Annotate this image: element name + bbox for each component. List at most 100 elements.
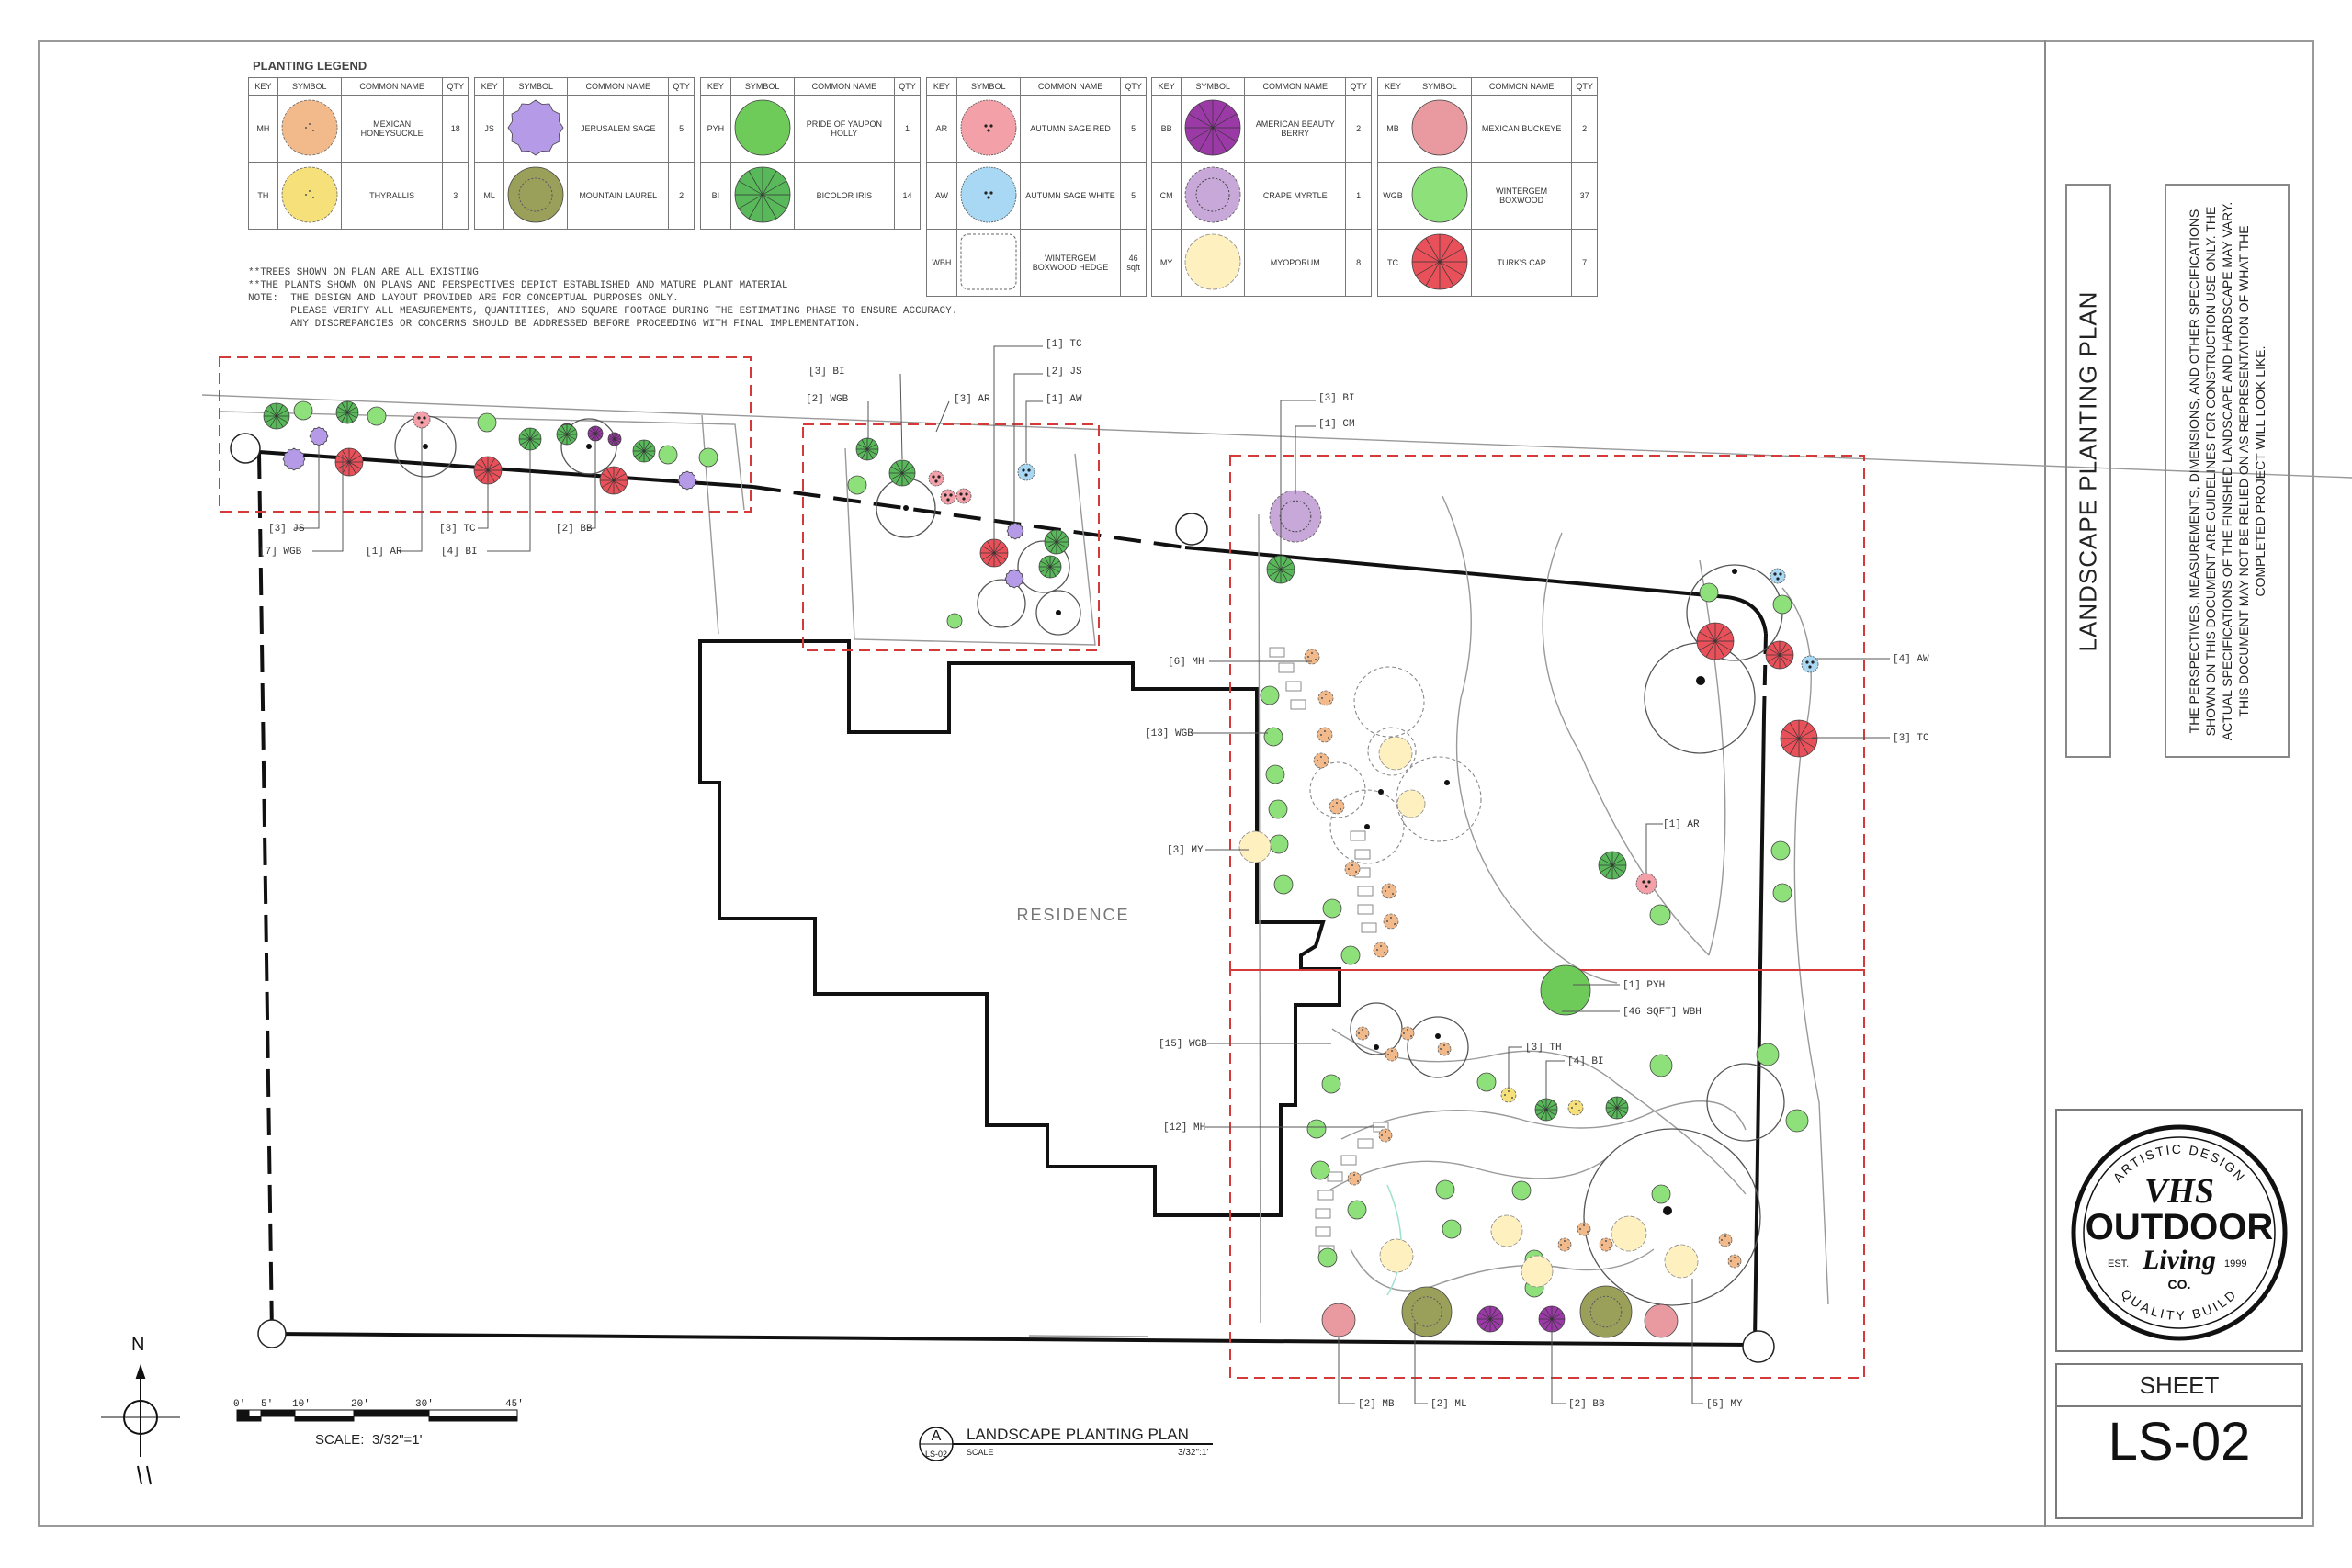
legend-qty: 7 (1571, 229, 1598, 297)
plant-callout: [2] BB (556, 524, 593, 535)
starburst-icon (1534, 1098, 1558, 1122)
dotted-shrub-icon (281, 99, 338, 156)
plant-callout: [1] AW (1046, 394, 1082, 405)
round-shrub-icon (1649, 904, 1671, 926)
drawing-title-text: LANDSCAPE PLANTING PLAN (967, 1426, 1189, 1443)
round-shrub-icon (1785, 1109, 1809, 1133)
starburst-icon (1696, 622, 1735, 660)
callout-leader (487, 450, 531, 552)
starburst-icon (556, 423, 578, 446)
plant-callout: [1] TC (1046, 339, 1082, 350)
callout-leader (1338, 1337, 1355, 1404)
starburst-icon (734, 166, 791, 223)
plant-callout: [3] TC (1893, 733, 1929, 744)
legend-symbol (1407, 95, 1472, 163)
round-shrub-icon (1770, 840, 1791, 861)
dotted-shrub-icon (1381, 883, 1397, 899)
legend-qty: 5 (1120, 95, 1147, 163)
starburst-icon (979, 538, 1009, 568)
plant-callout: [46 SQFT] WBH (1623, 1007, 1702, 1018)
callout-leader (1414, 1323, 1428, 1404)
starburst-icon (1598, 851, 1627, 880)
dotted-shrub-icon (1383, 913, 1399, 930)
dotted-shrub-icon (1385, 1047, 1399, 1062)
round-shrub-icon (1269, 834, 1289, 854)
scale-value: 3/32"=1' (372, 1432, 423, 1448)
starburst-icon (334, 447, 364, 477)
disclaimer-box: THE PERSPECTIVES, MEASUREMENTS, DIMENSIO… (2165, 184, 2290, 758)
legend-common-name: WINTERGEM BOXWOOD HEDGE (1019, 229, 1122, 297)
legend-common-name: BICOLOR IRIS (793, 162, 896, 230)
dotted-shrub-icon (1577, 1222, 1591, 1236)
spiky-shrub-icon (309, 426, 329, 446)
round-shrub-icon (847, 475, 867, 495)
note-line: PLEASE VERIFY ALL MEASUREMENTS, QUANTITI… (248, 306, 958, 317)
plant-callout: [15] WGB (1159, 1039, 1207, 1050)
round-shrub-icon (1263, 727, 1283, 747)
scale-tick: 45' (505, 1399, 524, 1410)
callout-leader (1691, 1279, 1703, 1404)
textured-tree-icon (507, 166, 564, 223)
plant-callout: [3] JS (268, 524, 305, 535)
north-arrow (101, 1363, 180, 1485)
residence-footprint (698, 639, 1341, 1217)
scalloped-shrub-icon (1664, 1244, 1699, 1279)
spiky-shrub-icon (507, 99, 564, 156)
dotted-flower-icon (1801, 655, 1819, 673)
legend-qty: 8 (1345, 229, 1372, 297)
textured-tree-icon (1579, 1285, 1633, 1338)
plant-callout: [12] MH (1163, 1122, 1205, 1134)
round-shrub-icon (1260, 685, 1280, 705)
logo-co: CO. (2168, 1277, 2191, 1292)
dotted-shrub-icon (1344, 861, 1361, 877)
legend-key: BB (1150, 95, 1182, 163)
callout-leader (1508, 1046, 1522, 1089)
round-shrub-icon (1321, 1074, 1341, 1094)
starburst-icon (1538, 1305, 1566, 1333)
flowering-tree-icon (1184, 166, 1241, 223)
callout-leader (1295, 425, 1316, 494)
north-label: N (131, 1335, 144, 1355)
scale-label: SCALE: (315, 1432, 364, 1448)
legend-qty: 5 (1120, 162, 1147, 230)
drawing-letter: A (932, 1428, 942, 1444)
plant-callout: [3] MY (1167, 845, 1204, 856)
round-shrub-icon (1347, 1200, 1367, 1220)
starburst-icon (607, 432, 622, 446)
starburst-icon (518, 427, 542, 451)
dotted-flower-icon (960, 99, 1017, 156)
dotted-shrub-icon (1373, 942, 1389, 958)
scalloped-shrub-icon (1521, 1255, 1554, 1288)
dotted-flower-icon (960, 166, 1017, 223)
round-shrub-icon (1756, 1043, 1780, 1066)
plant-callout: [6] MH (1168, 657, 1204, 668)
dotted-shrub-icon (1557, 1237, 1572, 1252)
dotted-shrub-icon (1313, 752, 1329, 769)
dotted-shrub-icon (281, 166, 338, 223)
starburst-icon (1411, 233, 1468, 290)
drawing-scale-word: SCALE (967, 1448, 994, 1457)
starburst-icon (855, 437, 879, 461)
note-line: NOTE: THE DESIGN AND LAYOUT PROVIDED ARE… (248, 293, 679, 304)
legend-key: MH (248, 95, 278, 163)
spiky-shrub-icon (1006, 522, 1024, 540)
round-shrub-icon (1511, 1180, 1532, 1201)
legend-symbol (956, 95, 1021, 163)
dotted-shrub-icon (1347, 1171, 1362, 1186)
callout-leader (588, 441, 596, 529)
starburst-icon (1476, 1305, 1504, 1333)
spiky-shrub-icon (1004, 569, 1024, 589)
disclaimer-text: THE PERSPECTIVES, MEASUREMENTS, DIMENSIO… (2187, 201, 2267, 740)
plant-callout: [7] WGB (259, 547, 302, 558)
legend-key: TH (248, 162, 278, 230)
starburst-icon (599, 466, 628, 495)
starburst-icon (888, 459, 916, 487)
callout-leader (935, 400, 950, 433)
dotted-shrub-icon (1727, 1254, 1742, 1269)
round-shrub-icon (293, 400, 313, 421)
